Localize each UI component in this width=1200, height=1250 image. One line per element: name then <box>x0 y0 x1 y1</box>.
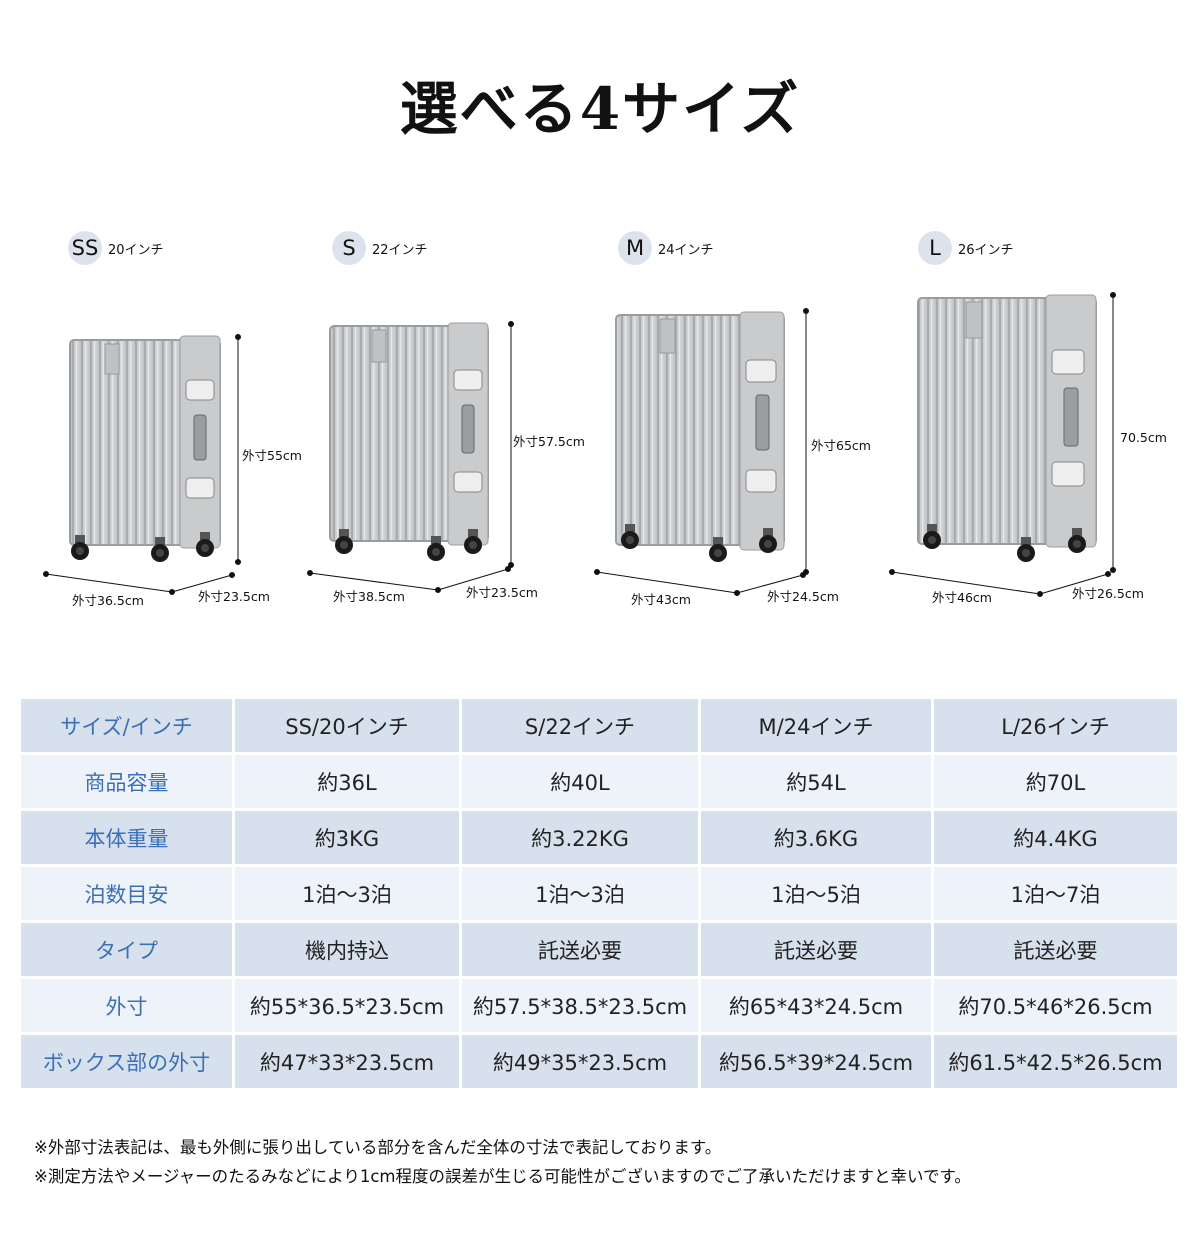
dimension-lines-l <box>889 292 1116 597</box>
table-cell: 託送必要 <box>701 923 931 976</box>
footnote: ※測定方法やメージャーのたるみなどにより1cm程度の誤差が生じる可能性がございま… <box>34 1167 971 1186</box>
table-cell: 約65*43*24.5cm <box>701 979 931 1032</box>
table-cell: 約47*33*23.5cm <box>235 1035 459 1088</box>
footnote: ※外部寸法表記は、最も外側に張り出している部分を含んだ全体の寸法で表記しておりま… <box>34 1138 722 1157</box>
table-cell: 約49*35*23.5cm <box>462 1035 698 1088</box>
suitcase-l <box>917 294 1097 562</box>
row-label: タイプ <box>21 923 232 976</box>
table-cell: 約55*36.5*23.5cm <box>235 979 459 1032</box>
size-inch-label: 26インチ <box>958 242 1014 258</box>
width-label-s: 外寸38.5cm <box>333 589 405 604</box>
size-tag-ss: SS 20インチ <box>68 230 164 266</box>
table-cell: 託送必要 <box>934 923 1177 976</box>
table-row: ボックス部の外寸 約47*33*23.5cm 約49*35*23.5cm 約56… <box>21 1035 1177 1088</box>
table-cell: 約61.5*42.5*26.5cm <box>934 1035 1177 1088</box>
size-inch-label: 22インチ <box>372 242 428 258</box>
table-cell: 1泊〜3泊 <box>462 867 698 920</box>
width-label-l: 外寸46cm <box>932 590 992 605</box>
table-header-cell: S/22インチ <box>462 699 698 752</box>
table-cell: 約3.6KG <box>701 811 931 864</box>
table-header-cell: L/26インチ <box>934 699 1177 752</box>
table-cell: 約40L <box>462 755 698 808</box>
footnotes: ※外部寸法表記は、最も外側に張り出している部分を含んだ全体の寸法で表記しておりま… <box>34 1133 971 1191</box>
table-cell: 1泊〜3泊 <box>235 867 459 920</box>
suitcase-m <box>615 311 785 562</box>
dimension-lines-s <box>307 321 514 593</box>
row-label: ボックス部の外寸 <box>21 1035 232 1088</box>
size-code-badge: SS <box>68 231 102 265</box>
table-cell: 約4.4KG <box>934 811 1177 864</box>
depth-label-ss: 外寸23.5cm <box>198 589 270 604</box>
row-label: 本体重量 <box>21 811 232 864</box>
depth-label-s: 外寸23.5cm <box>466 585 538 600</box>
size-code-badge: M <box>618 231 652 265</box>
size-code-badge: S <box>332 231 366 265</box>
table-cell: 約70.5*46*26.5cm <box>934 979 1177 1032</box>
table-header-row: サイズ/インチ SS/20インチ S/22インチ M/24インチ L/26インチ <box>21 699 1177 752</box>
row-label: 外寸 <box>21 979 232 1032</box>
height-label-l: 70.5cm <box>1120 430 1167 445</box>
table-cell: 託送必要 <box>462 923 698 976</box>
table-cell: 1泊〜7泊 <box>934 867 1177 920</box>
table-cell: 約3.22KG <box>462 811 698 864</box>
height-label-ss: 外寸55cm <box>242 448 302 463</box>
height-label-m: 外寸65cm <box>811 438 871 453</box>
table-row: 商品容量 約36L 約40L 約54L 約70L <box>21 755 1177 808</box>
width-label-m: 外寸43cm <box>631 592 691 607</box>
depth-label-l: 外寸26.5cm <box>1072 586 1144 601</box>
table-row: タイプ 機内持込 託送必要 託送必要 託送必要 <box>21 923 1177 976</box>
page-title: 選べる4サイズ <box>399 75 801 143</box>
table-header-cell: SS/20インチ <box>235 699 459 752</box>
table-row: 泊数目安 1泊〜3泊 1泊〜3泊 1泊〜5泊 1泊〜7泊 <box>21 867 1177 920</box>
dimension-lines-ss <box>43 334 241 595</box>
table-cell: 約56.5*39*24.5cm <box>701 1035 931 1088</box>
table-cell: 約54L <box>701 755 931 808</box>
size-tag-m: M 24インチ <box>618 230 714 266</box>
dimension-lines-m <box>594 308 809 596</box>
table-cell: 1泊〜5泊 <box>701 867 931 920</box>
table-cell: 約36L <box>235 755 459 808</box>
size-inch-label: 24インチ <box>658 242 714 258</box>
row-label: 泊数目安 <box>21 867 232 920</box>
size-code-badge: L <box>918 231 952 265</box>
table-header-cell: サイズ/インチ <box>21 699 232 752</box>
table-cell: 約70L <box>934 755 1177 808</box>
row-label: 商品容量 <box>21 755 232 808</box>
size-tag-l: L 26インチ <box>918 230 1014 266</box>
table-row: 本体重量 約3KG 約3.22KG 約3.6KG 約4.4KG <box>21 811 1177 864</box>
size-inch-label: 20インチ <box>108 242 164 258</box>
suitcase-s <box>329 322 489 561</box>
size-tag-s: S 22インチ <box>332 230 428 266</box>
table-cell: 約3KG <box>235 811 459 864</box>
table-row: 外寸 約55*36.5*23.5cm 約57.5*38.5*23.5cm 約65… <box>21 979 1177 1032</box>
size-spec-table: サイズ/インチ SS/20インチ S/22インチ M/24インチ L/26インチ… <box>18 696 1180 1091</box>
table-cell: 約57.5*38.5*23.5cm <box>462 979 698 1032</box>
suitcase-ss <box>69 335 221 562</box>
height-label-s: 外寸57.5cm <box>513 434 585 449</box>
width-label-ss: 外寸36.5cm <box>72 593 144 608</box>
suitcase-illustrations <box>43 292 1116 597</box>
table-header-cell: M/24インチ <box>701 699 931 752</box>
table-cell: 機内持込 <box>235 923 459 976</box>
depth-label-m: 外寸24.5cm <box>767 589 839 604</box>
